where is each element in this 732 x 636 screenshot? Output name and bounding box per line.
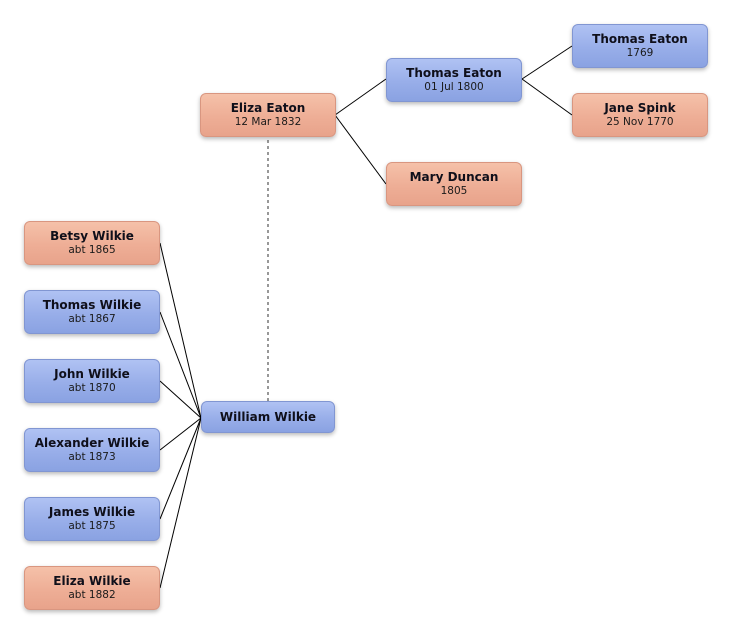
person-card-child[interactable]: Thomas Wilkie abt 1867 (24, 290, 160, 334)
person-date: abt 1867 (68, 313, 116, 325)
person-name: Thomas Eaton (406, 66, 502, 80)
person-date: 1805 (440, 185, 468, 197)
link-father-to-grandmother (521, 78, 573, 116)
person-date: 1769 (626, 47, 654, 59)
person-date: abt 1870 (68, 382, 116, 394)
person-date: 25 Nov 1770 (606, 116, 674, 128)
link-root-to-child-2 (159, 311, 202, 419)
person-name: James Wilkie (48, 505, 136, 519)
person-date: abt 1875 (68, 520, 116, 532)
person-card-child[interactable]: Betsy Wilkie abt 1865 (24, 221, 160, 265)
person-name: Thomas Eaton (592, 32, 688, 46)
person-date: 01 Jul 1800 (424, 81, 484, 93)
person-name: Betsy Wilkie (50, 229, 134, 243)
person-name: Jane Spink (604, 101, 676, 115)
person-card-grandmother[interactable]: Jane Spink 25 Nov 1770 (572, 93, 708, 137)
person-card-grandfather[interactable]: Thomas Eaton 1769 (572, 24, 708, 68)
link-spouse-to-father (334, 78, 387, 116)
person-name: Mary Duncan (409, 170, 499, 184)
person-name: Eliza Wilkie (53, 574, 131, 588)
person-name: William Wilkie (219, 409, 317, 424)
person-name: Thomas Wilkie (42, 298, 142, 312)
person-card-mother[interactable]: Mary Duncan 1805 (386, 162, 522, 206)
link-root-to-child-3 (159, 380, 202, 419)
link-root-to-child-4 (159, 417, 202, 451)
link-root-to-child-5 (159, 417, 202, 520)
person-card-child[interactable]: Alexander Wilkie abt 1873 (24, 428, 160, 472)
person-card-child[interactable]: John Wilkie abt 1870 (24, 359, 160, 403)
person-card-spouse[interactable]: Eliza Eaton 12 Mar 1832 (200, 93, 336, 137)
link-root-to-child-1 (159, 242, 202, 419)
person-card-child[interactable]: James Wilkie abt 1875 (24, 497, 160, 541)
person-date: 12 Mar 1832 (234, 116, 302, 128)
link-spouse-to-mother (334, 114, 387, 185)
person-name: John Wilkie (54, 367, 130, 381)
person-name: Alexander Wilkie (34, 436, 150, 450)
person-card-child[interactable]: Eliza Wilkie abt 1882 (24, 566, 160, 610)
link-root-to-child-6 (159, 417, 202, 589)
person-date: abt 1873 (68, 451, 116, 463)
person-name: Eliza Eaton (230, 101, 306, 115)
person-card-root[interactable]: William Wilkie (201, 401, 335, 433)
person-date: abt 1882 (68, 589, 116, 601)
link-father-to-grandfather (521, 45, 573, 80)
person-card-father[interactable]: Thomas Eaton 01 Jul 1800 (386, 58, 522, 102)
person-date: abt 1865 (68, 244, 116, 256)
